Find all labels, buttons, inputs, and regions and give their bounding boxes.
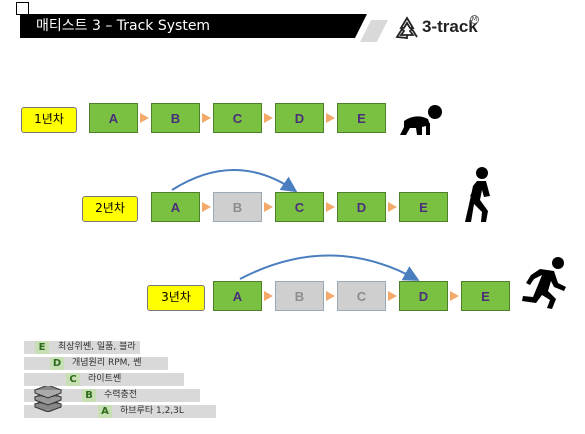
- logo-text: 3-track: [422, 17, 478, 36]
- year-label-2: 2년차: [82, 196, 138, 222]
- crawling-baby-icon: [400, 105, 442, 135]
- track3-step-d: D: [399, 281, 448, 311]
- track1-step-d: D: [275, 103, 324, 133]
- book-stack-icon: [33, 386, 63, 412]
- legend-letter-b: B: [82, 389, 96, 402]
- track1-step-a: A: [89, 103, 138, 133]
- legend-letter-d: D: [50, 357, 64, 370]
- legend-bar-b: [24, 389, 200, 402]
- logo-badge: M: [470, 15, 479, 24]
- legend-desc-c: 라이트쎈: [88, 374, 122, 384]
- step-arrow: [326, 113, 335, 123]
- page-title: 매티스트 3 – Track System: [20, 14, 355, 38]
- legend-bar-c: [24, 373, 184, 386]
- track3-step-e: E: [461, 281, 510, 311]
- track2-step-b: B: [213, 192, 262, 222]
- track2-step-d: D: [337, 192, 386, 222]
- step-arrow: [264, 113, 273, 123]
- year-label-1: 1년차: [21, 107, 77, 133]
- title-wedge: [355, 14, 367, 38]
- recycle-icon: [395, 16, 418, 39]
- legend-bar-a: [24, 405, 216, 418]
- legend-letter-a: A: [98, 405, 112, 418]
- step-arrow: [388, 291, 397, 301]
- walking-person-icon: [465, 167, 490, 222]
- track2-step-a: A: [151, 192, 200, 222]
- track3-step-a: A: [213, 281, 262, 311]
- track1-step-e: E: [337, 103, 386, 133]
- step-arrow: [202, 113, 211, 123]
- legend-letter-e: E: [35, 341, 49, 354]
- track1-step-c: C: [213, 103, 262, 133]
- step-arrow: [388, 202, 397, 212]
- step-arrow: [140, 113, 149, 123]
- step-arrow: [264, 291, 273, 301]
- legend-letter-c: C: [66, 373, 80, 386]
- step-arrow: [264, 202, 273, 212]
- step-arrow: [326, 202, 335, 212]
- legend-desc-e: 최상위쎈, 일품, 블라: [58, 342, 136, 352]
- step-arrow: [326, 291, 335, 301]
- track2-step-e: E: [399, 192, 448, 222]
- step-arrow: [202, 202, 211, 212]
- legend-desc-a: 하브루타 1,2,3L: [120, 406, 184, 416]
- track3-step-c: C: [337, 281, 386, 311]
- step-arrow: [450, 291, 459, 301]
- running-person-icon: [522, 257, 566, 309]
- jump-arc-track2: [171, 169, 298, 193]
- track3-step-b: B: [275, 281, 324, 311]
- year-label-3: 3년차: [147, 285, 205, 311]
- legend-desc-b: 수력충전: [104, 390, 138, 400]
- legend-bar-e: [24, 341, 140, 354]
- track2-step-c: C: [275, 192, 324, 222]
- jump-arc-track3: [239, 254, 420, 281]
- legend-desc-d: 개념원리 RPM, 쎈: [72, 358, 142, 368]
- track1-step-b: B: [151, 103, 200, 133]
